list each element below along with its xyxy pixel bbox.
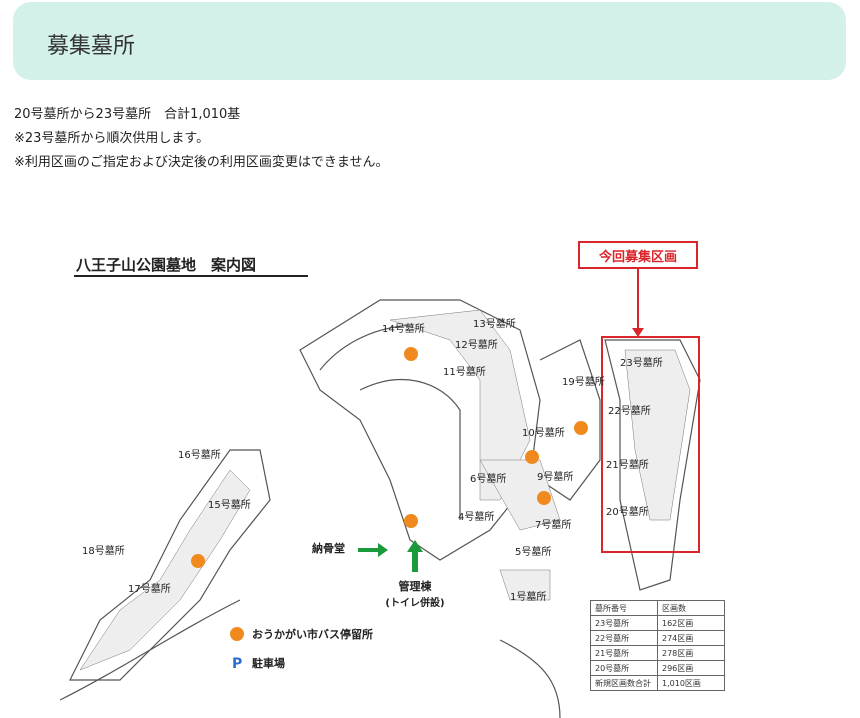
kanri-sublabel: (トイレ併設) xyxy=(385,596,444,609)
map-label: 22号墓所 xyxy=(608,404,651,417)
arrow-icon xyxy=(358,543,388,557)
bus-stop-icon xyxy=(404,514,418,528)
kanri-label: 管理棟 xyxy=(399,579,433,593)
intro-note: ※23号墓所から順次供用します。 xyxy=(14,131,210,146)
map-label: 12号墓所 xyxy=(455,338,498,351)
map-title: 八王子山公園墓地 案内図 xyxy=(75,256,256,274)
arrow-icon xyxy=(407,540,423,572)
map-label: 1号墓所 xyxy=(510,590,546,603)
map-label: 10号墓所 xyxy=(522,426,565,439)
bus-stop-icon xyxy=(191,554,205,568)
cemetery-map: 八王子山公園墓地 案内図 今回募集区画 14号墓所 13号墓所 12号墓所 11… xyxy=(60,241,701,718)
map-label: 19号墓所 xyxy=(562,375,605,388)
bus-stops xyxy=(191,347,588,568)
map-label: 11号墓所 xyxy=(443,365,486,378)
intro-text: 20号墓所から23号墓所 合計1,010基 ※23号墓所から順次供用します。 ※… xyxy=(14,103,389,175)
legend-parking: 駐車場 xyxy=(252,656,285,670)
map-label: 6号墓所 xyxy=(470,472,506,485)
bus-stop-icon xyxy=(525,450,539,464)
intro-line: 20号墓所から23号墓所 合計1,010基 xyxy=(14,107,241,122)
map-label: 5号墓所 xyxy=(515,545,551,558)
recruitment-area-box xyxy=(601,336,700,553)
bus-stop-icon xyxy=(537,491,551,505)
bus-stop-legend-icon xyxy=(230,627,244,641)
map-label: 9号墓所 xyxy=(537,470,573,483)
map-label: 23号墓所 xyxy=(620,356,663,369)
callout-label: 今回募集区画 xyxy=(598,249,677,265)
bus-stop-icon xyxy=(574,421,588,435)
map-label: 18号墓所 xyxy=(82,544,125,557)
intro-note: ※利用区画のご指定および決定後の利用区画変更はできません。 xyxy=(14,155,389,170)
map-label: 21号墓所 xyxy=(606,458,649,471)
map-label: 4号墓所 xyxy=(458,510,494,523)
map-label: 16号墓所 xyxy=(178,448,221,461)
noukotsudou-label: 納骨堂 xyxy=(312,541,345,555)
map-label: 17号墓所 xyxy=(128,582,171,595)
map-label: 15号墓所 xyxy=(208,498,251,511)
map-label: 20号墓所 xyxy=(606,505,649,518)
map-label: 13号墓所 xyxy=(473,317,516,330)
bus-stop-icon xyxy=(404,347,418,361)
map-label: 7号墓所 xyxy=(535,518,571,531)
parking-icon: P xyxy=(232,656,242,672)
legend-bus: おうかがい市バス停留所 xyxy=(252,627,373,641)
page-title: 募集墓所 xyxy=(47,34,136,59)
map-label: 14号墓所 xyxy=(382,322,425,335)
section-header: 募集墓所 xyxy=(13,2,846,80)
